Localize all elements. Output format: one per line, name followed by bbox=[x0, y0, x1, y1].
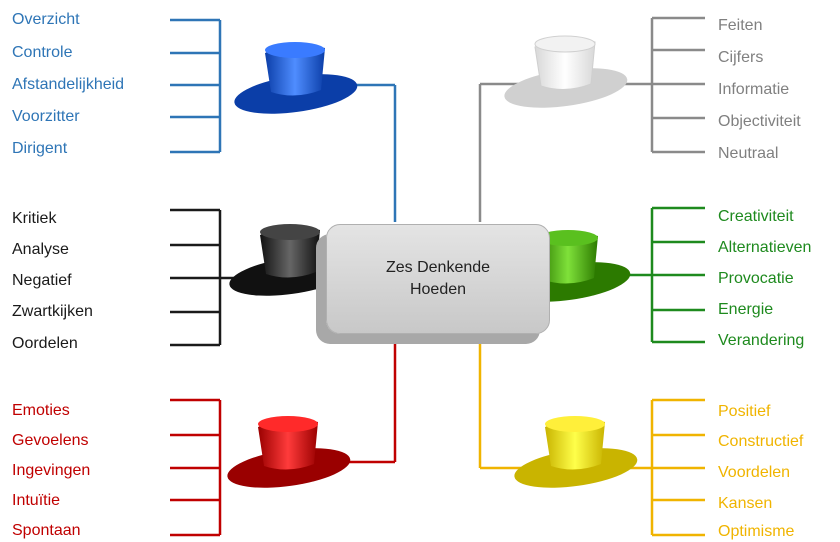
yellow-item-5: Optimisme bbox=[718, 523, 795, 540]
black-hat-icon bbox=[229, 224, 353, 296]
center-title-line2: Hoeden bbox=[409, 281, 467, 298]
white-item-2: Cijfers bbox=[718, 49, 764, 66]
yellow-item-3: Voordelen bbox=[718, 464, 791, 481]
red-item-2: Gevoelens bbox=[12, 432, 89, 449]
black-item-1: Kritiek bbox=[12, 210, 57, 227]
yellow-hat-icon bbox=[514, 416, 638, 488]
center-topic-box: Zes Denkende Hoeden bbox=[326, 224, 550, 334]
white-item-5: Neutraal bbox=[718, 145, 779, 162]
yellow-item-4: Kansen bbox=[718, 495, 773, 512]
green-item-1: Creativiteit bbox=[718, 208, 794, 225]
green-item-5: Verandering bbox=[718, 332, 805, 349]
red-item-5: Spontaan bbox=[12, 522, 81, 539]
blue-item-4: Voorzitter bbox=[12, 108, 80, 125]
white-hat-icon bbox=[504, 35, 628, 108]
blue-item-5: Dirigent bbox=[12, 140, 68, 157]
green-item-2: Alternatieven bbox=[718, 239, 812, 256]
blue-item-2: Controle bbox=[12, 44, 73, 61]
red-item-3: Ingevingen bbox=[12, 462, 91, 479]
white-item-3: Informatie bbox=[718, 81, 790, 98]
yellow-item-1: Positief bbox=[718, 403, 771, 420]
blue-hat-icon bbox=[234, 42, 358, 114]
center-title-line1: Zes Denkende bbox=[385, 259, 491, 276]
black-item-5: Oordelen bbox=[12, 335, 78, 352]
black-item-4: Zwartkijken bbox=[12, 303, 93, 320]
red-item-4: Intuïtie bbox=[12, 492, 61, 509]
black-item-3: Negatief bbox=[12, 272, 72, 289]
yellow-item-2: Constructief bbox=[718, 433, 804, 450]
blue-item-3: Afstandelijkheid bbox=[12, 76, 125, 93]
red-item-1: Emoties bbox=[12, 402, 70, 419]
black-item-2: Analyse bbox=[12, 241, 69, 258]
blue-item-1: Overzicht bbox=[12, 11, 80, 28]
red-hat-icon bbox=[227, 416, 351, 488]
green-item-4: Energie bbox=[718, 301, 774, 318]
white-item-4: Objectiviteit bbox=[718, 113, 801, 130]
green-item-3: Provocatie bbox=[718, 270, 794, 287]
white-item-1: Feiten bbox=[718, 17, 763, 34]
